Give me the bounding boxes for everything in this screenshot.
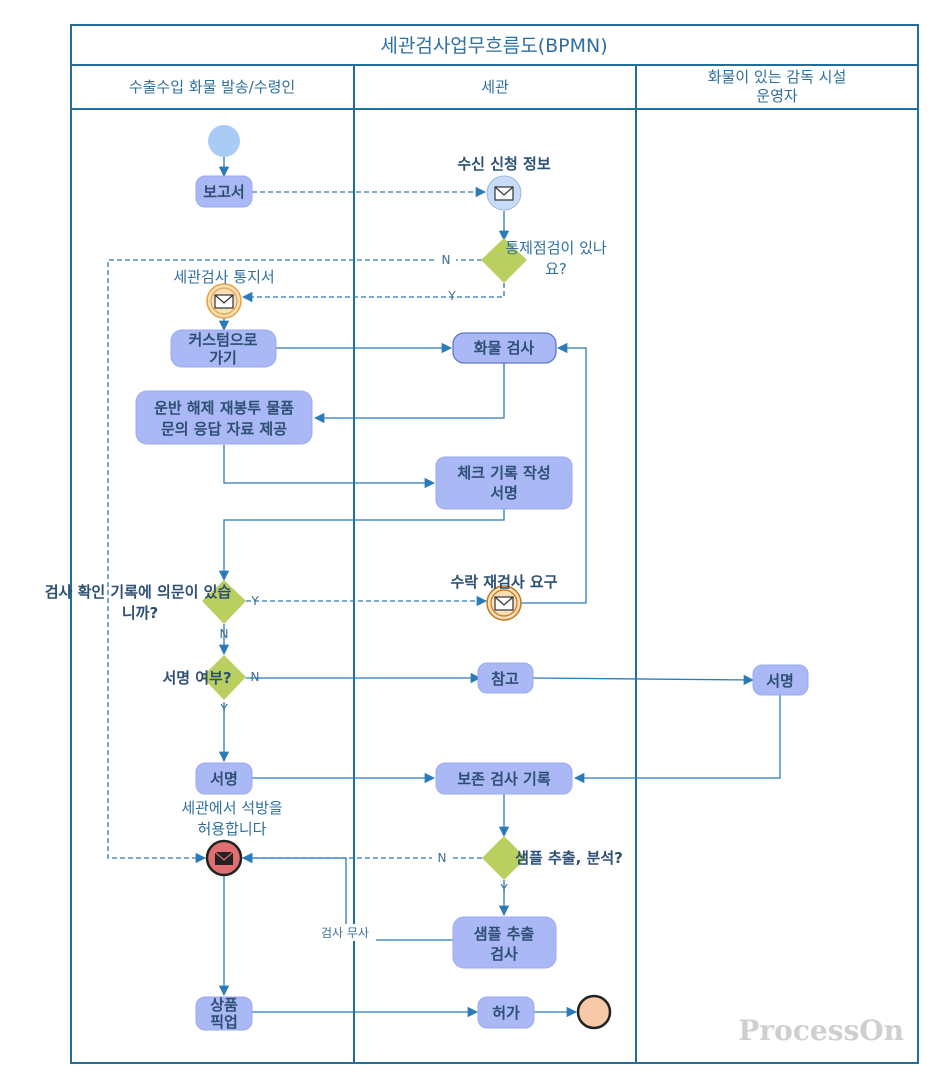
- end-event[interactable]: [576, 994, 612, 1030]
- gateway-signed-label: 서명 여부?: [162, 669, 231, 687]
- lane-header-operator-line1: 화물이 있는 감독 시설: [708, 68, 847, 86]
- flow-gateway-notice: [241, 283, 505, 303]
- gateway-control-check-label-line2: 요?: [545, 260, 567, 278]
- flow-gateway-no-release: [107, 259, 482, 864]
- gateway-sample-analysis-label: 샘플 추출, 분석?: [515, 849, 623, 867]
- flow-check-doubtgateway: [218, 509, 505, 582]
- gateway-doubt-record-label-line2: 니까?: [122, 604, 158, 622]
- flow-label-y2: Y: [250, 594, 259, 608]
- reinspection-request-event[interactable]: [486, 585, 522, 621]
- envelope-icon: [494, 596, 514, 611]
- task-sign-shipper-label: 서명: [210, 770, 238, 788]
- task-cargo-inspection[interactable]: 화물 검사: [452, 332, 557, 364]
- flow-inspection-docs: [313, 363, 505, 424]
- task-pickup-label-line1: 상품: [210, 996, 238, 1014]
- watermark: ProcessOn: [738, 1014, 904, 1047]
- flow-signoperator-keep: [573, 695, 781, 784]
- task-provide-docs-label-line1: 운반 해제 재봉투 물품: [154, 399, 294, 417]
- gateway-doubt-record-label-line1: 검사 확인 기록에 의문이 있습: [45, 583, 232, 601]
- gateway-control-check[interactable]: [481, 238, 527, 283]
- receive-info-event[interactable]: [486, 175, 522, 211]
- gateway-signed[interactable]: [202, 655, 246, 700]
- flow-label-n3: N: [251, 670, 260, 684]
- task-cargo-inspection-label: 화물 검사: [474, 339, 535, 357]
- release-allowed-label-line1: 세관에서 석방을: [181, 799, 282, 817]
- flow-label-n2: N: [220, 627, 229, 641]
- task-report-label: 보고서: [203, 183, 244, 201]
- gateway-sample-analysis[interactable]: [482, 836, 526, 880]
- task-sample-inspection[interactable]: 샘플 추출 검사: [452, 916, 557, 969]
- flow-label-y4: Y: [499, 882, 508, 896]
- label-bg-n4: [432, 850, 452, 866]
- reinspection-request-label: 수락 재검사 요구: [450, 573, 557, 591]
- task-check-record[interactable]: 체크 기록 작성 서명: [435, 456, 573, 510]
- task-report[interactable]: 보고서: [195, 175, 253, 208]
- flow-label-y1: Y: [447, 289, 456, 303]
- lane-header-operator-line2: 운영자: [756, 87, 798, 105]
- task-provide-docs-label-line2: 문의 응답 자료 제공: [161, 420, 287, 438]
- task-sample-inspection-label-line1: 샘플 추출: [474, 925, 535, 943]
- flow-reference-signoperator: [532, 674, 755, 686]
- start-event[interactable]: [208, 125, 240, 157]
- task-sign-operator-label: 서명: [766, 672, 794, 690]
- label-bg-n1: [436, 252, 456, 268]
- task-reference-label: 참고: [491, 670, 519, 688]
- task-provide-docs[interactable]: 운반 해제 재봉투 물품 문의 응답 자료 제공: [135, 390, 313, 445]
- flow-docs-check: [223, 445, 436, 489]
- task-sign-operator[interactable]: 서명: [752, 664, 809, 696]
- pool: [70, 24, 919, 1064]
- task-keep-record-label: 보존 검사 기록: [457, 770, 550, 788]
- diagram-title: 세관검사업무흐름도(BPMN): [380, 35, 607, 57]
- task-sign-shipper[interactable]: 서명: [195, 762, 253, 795]
- flow-reinspection-inspection: [521, 342, 587, 604]
- flow-sampleinspection-release: [241, 852, 453, 941]
- inspection-notice-label: 세관검사 통지서: [173, 268, 274, 286]
- task-sample-inspection-label-line2: 검사: [490, 945, 518, 963]
- task-check-record-label-line2: 서명: [490, 484, 518, 502]
- envelope-icon: [214, 294, 234, 309]
- lane-header-shipper: 수출수입 화물 발송/수령인: [129, 78, 295, 96]
- task-go-customs-label-line1: 커스텀으로: [188, 331, 257, 349]
- task-pickup-label-line2: 픽업: [210, 1013, 238, 1031]
- receive-info-label: 수신 신청 정보: [457, 155, 550, 173]
- inspection-notice-event[interactable]: [206, 283, 242, 319]
- envelope-icon: [494, 186, 514, 201]
- flow-label-n4: N: [438, 851, 447, 865]
- flow-label-no-issue: 검사 무사: [321, 926, 369, 940]
- release-allowed-label-line2: 허용합니다: [197, 820, 266, 838]
- sequence-flows: [107, 157, 781, 1018]
- task-check-record-label-line1: 체크 기록 작성: [457, 464, 550, 482]
- task-keep-record[interactable]: 보존 검사 기록: [435, 762, 573, 795]
- task-go-customs[interactable]: 커스텀으로 가기: [170, 329, 277, 368]
- message-icon: [214, 851, 234, 865]
- release-allowed-event[interactable]: [205, 839, 243, 877]
- label-bg-no-issue: [314, 924, 376, 941]
- flow-label-n1: N: [442, 253, 451, 267]
- task-permit-label: 허가: [492, 1004, 520, 1022]
- task-go-customs-label-line2: 가기: [209, 349, 237, 367]
- lane-header-customs: 세관: [481, 78, 509, 96]
- pool-border: [70, 24, 919, 1064]
- task-pickup[interactable]: 상품 픽업: [195, 996, 253, 1031]
- gateway-control-check-label-line1: 통제점검이 있나: [505, 239, 607, 257]
- flow-label-y3: Y: [219, 702, 228, 716]
- gateway-doubt-record[interactable]: [202, 580, 246, 624]
- task-reference[interactable]: 참고: [477, 662, 534, 694]
- task-permit[interactable]: 허가: [477, 996, 535, 1029]
